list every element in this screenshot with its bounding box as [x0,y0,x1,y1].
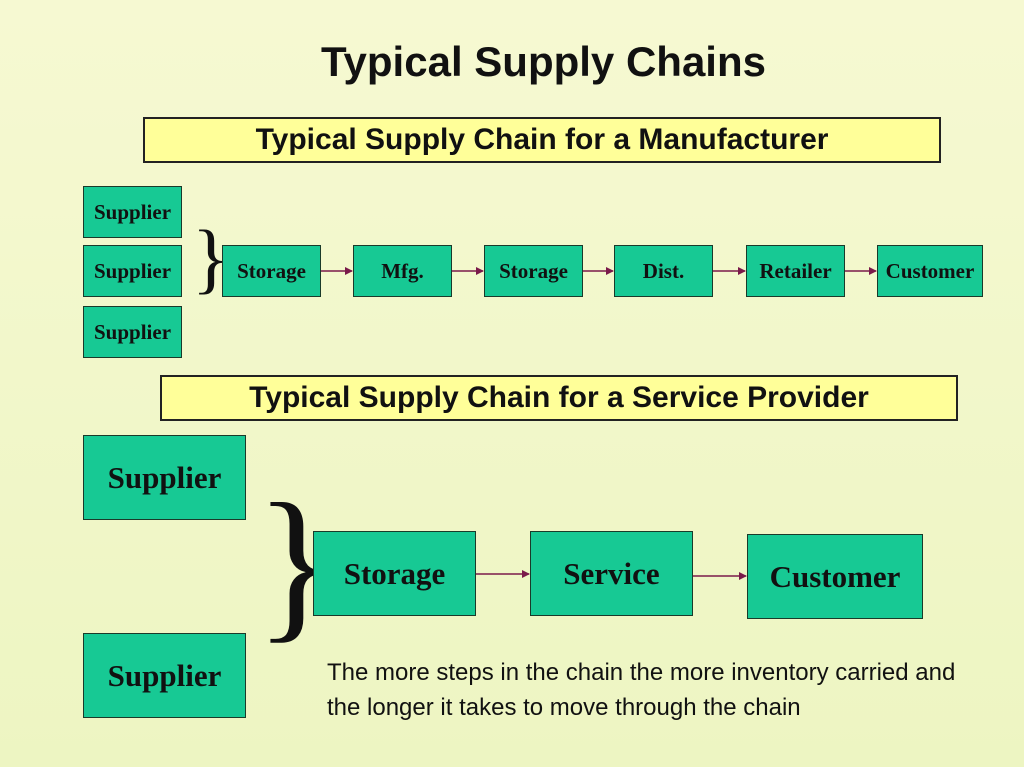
manufacturer-step-retailer: Retailer [746,245,845,297]
service-supplier-box: Supplier [83,633,246,718]
manufacturer-heading: Typical Supply Chain for a Manufacturer [143,117,941,163]
summary-note: The more steps in the chain the more inv… [327,659,956,721]
manufacturer-step-mfg: Mfg. [353,245,452,297]
manufacturer-supplier-box: Supplier [83,245,182,297]
service-heading: Typical Supply Chain for a Service Provi… [160,375,958,421]
page-title: Typical Supply Chains [321,38,766,85]
manufacturer-supplier-box: Supplier [83,306,182,358]
service-step-service: Service [530,531,693,616]
service-step-storage: Storage [313,531,476,616]
service-supplier-box: Supplier [83,435,246,520]
service-step-customer: Customer [747,534,923,619]
manufacturer-step-dist: Dist. [614,245,713,297]
manufacturer-step-storage: Storage [222,245,321,297]
manufacturer-step-storage-2: Storage [484,245,583,297]
manufacturer-step-customer: Customer [877,245,983,297]
manufacturer-supplier-box: Supplier [83,186,182,238]
